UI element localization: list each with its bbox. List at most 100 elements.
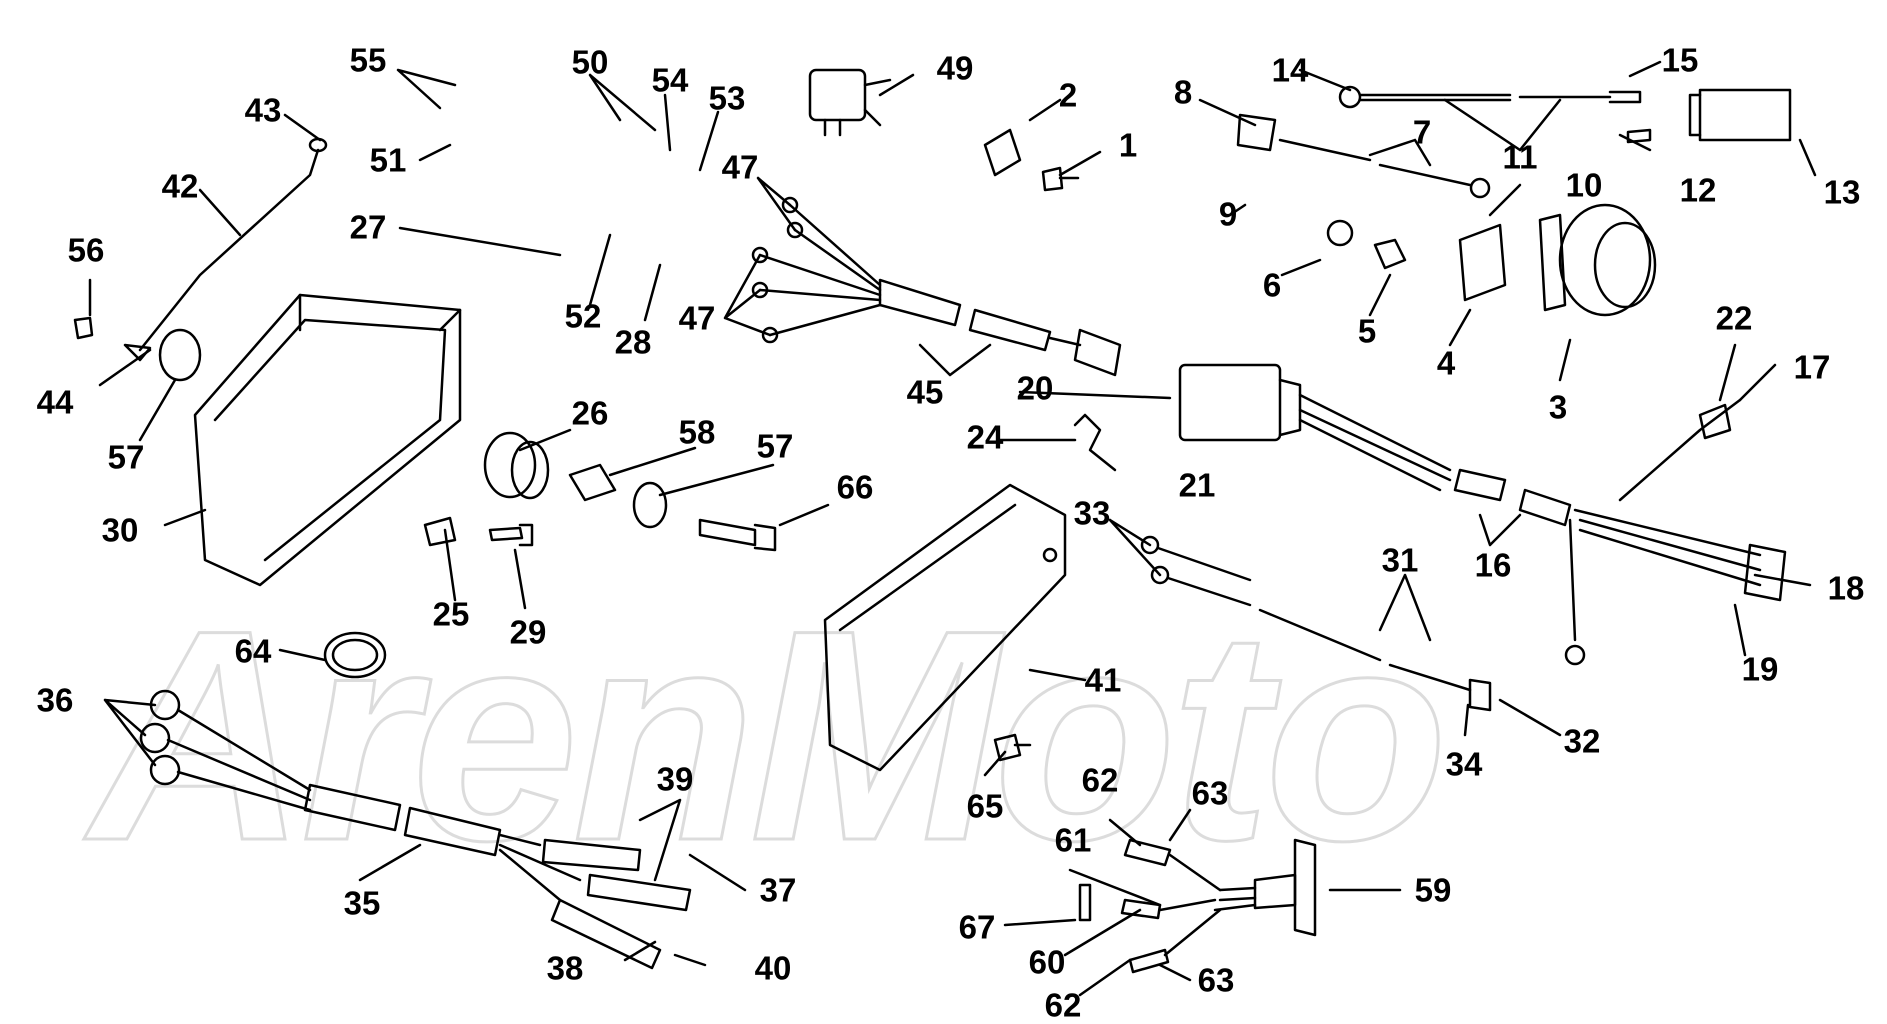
callout-4: 4 bbox=[1436, 344, 1456, 382]
callout-24: 24 bbox=[966, 418, 1004, 456]
callout-65: 65 bbox=[966, 787, 1004, 825]
callout-28: 28 bbox=[614, 323, 652, 361]
callout-61: 61 bbox=[1054, 821, 1092, 859]
part-harness-35-40 bbox=[139, 689, 692, 970]
callout-59: 59 bbox=[1414, 871, 1452, 909]
part-screw-1 bbox=[1041, 166, 1080, 192]
part-relay-49 bbox=[808, 68, 892, 137]
part-housing-30 bbox=[193, 293, 462, 587]
callout-32: 32 bbox=[1563, 722, 1601, 760]
callout-30: 30 bbox=[101, 511, 139, 549]
callout-54: 54 bbox=[651, 61, 689, 99]
callout-25: 25 bbox=[432, 595, 470, 633]
part-nut-56 bbox=[73, 316, 94, 340]
callout-44: 44 bbox=[36, 383, 74, 421]
callout-31: 31 bbox=[1381, 541, 1419, 579]
callout-9: 9 bbox=[1218, 195, 1238, 233]
callout-16: 16 bbox=[1474, 546, 1512, 584]
part-clip-24 bbox=[1073, 413, 1117, 472]
callout-26: 26 bbox=[571, 394, 609, 432]
callout-41: 41 bbox=[1084, 661, 1122, 699]
callout-43: 43 bbox=[244, 91, 282, 129]
part-pin-12 bbox=[1626, 128, 1652, 144]
part-clip-25 bbox=[423, 516, 457, 547]
callout-62-bottom: 62 bbox=[1044, 986, 1082, 1024]
callout-27: 27 bbox=[349, 208, 387, 246]
callout-47-bottom: 47 bbox=[678, 299, 716, 337]
part-clamp-64 bbox=[323, 631, 387, 679]
callout-10: 10 bbox=[1565, 166, 1603, 204]
part-washer-57b bbox=[632, 481, 668, 529]
part-socket-6 bbox=[1326, 219, 1354, 247]
part-wire-7-8-9-10 bbox=[1236, 113, 1491, 199]
callout-29: 29 bbox=[509, 613, 547, 651]
part-clip-2 bbox=[983, 128, 1022, 177]
callout-34: 34 bbox=[1445, 745, 1483, 783]
part-washer-57a bbox=[158, 328, 202, 382]
part-connector-21 bbox=[1178, 363, 1452, 492]
part-bracket-4 bbox=[1458, 223, 1507, 302]
callout-17: 17 bbox=[1793, 348, 1831, 386]
callout-55: 55 bbox=[349, 41, 387, 79]
callout-2: 2 bbox=[1058, 76, 1078, 114]
part-screw-29 bbox=[488, 523, 534, 547]
part-ground-wire-42-43 bbox=[123, 137, 328, 362]
part-module-41 bbox=[823, 483, 1067, 772]
callout-67: 67 bbox=[958, 908, 996, 946]
part-grommet-26 bbox=[483, 431, 550, 500]
callout-56: 56 bbox=[67, 231, 105, 269]
callout-7: 7 bbox=[1412, 113, 1432, 151]
callout-18: 18 bbox=[1827, 569, 1865, 607]
callout-33: 33 bbox=[1073, 494, 1111, 532]
callout-57-right: 57 bbox=[756, 427, 794, 465]
callout-15: 15 bbox=[1661, 41, 1699, 79]
part-bolt-66 bbox=[698, 518, 777, 552]
callout-57-left: 57 bbox=[107, 438, 145, 476]
part-socket-13 bbox=[1688, 88, 1792, 142]
callout-35: 35 bbox=[343, 884, 381, 922]
callout-51: 51 bbox=[369, 141, 407, 179]
callout-12: 12 bbox=[1679, 171, 1717, 209]
part-gauge-3 bbox=[1538, 203, 1657, 317]
callout-37: 37 bbox=[759, 871, 797, 909]
callout-39: 39 bbox=[656, 760, 694, 798]
callout-63-top: 63 bbox=[1191, 774, 1229, 812]
part-terminals-60-63 bbox=[1078, 838, 1222, 974]
callout-50: 50 bbox=[571, 43, 609, 81]
callout-52: 52 bbox=[564, 297, 602, 335]
callout-6: 6 bbox=[1262, 266, 1282, 304]
callout-49: 49 bbox=[936, 49, 974, 87]
callout-63-bottom: 63 bbox=[1197, 961, 1235, 999]
callout-22: 22 bbox=[1715, 299, 1753, 337]
callout-8: 8 bbox=[1173, 73, 1193, 111]
callout-40: 40 bbox=[754, 949, 792, 987]
part-sleeve-58 bbox=[568, 463, 617, 502]
callout-38: 38 bbox=[546, 949, 584, 987]
callout-62-top: 62 bbox=[1081, 761, 1119, 799]
callout-5: 5 bbox=[1357, 312, 1377, 350]
part-plug-59 bbox=[1213, 838, 1317, 937]
part-wire-17-22 bbox=[1618, 398, 1742, 502]
callout-64: 64 bbox=[234, 632, 272, 670]
callout-53: 53 bbox=[708, 79, 746, 117]
callout-58: 58 bbox=[678, 413, 716, 451]
part-bulb-5 bbox=[1373, 238, 1407, 270]
callout-47-top: 47 bbox=[721, 148, 759, 186]
callout-45: 45 bbox=[906, 373, 944, 411]
callout-13: 13 bbox=[1823, 173, 1861, 211]
part-harness-16-19 bbox=[1453, 468, 1787, 666]
callout-19: 19 bbox=[1741, 650, 1779, 688]
callout-3: 3 bbox=[1548, 388, 1568, 426]
callout-42: 42 bbox=[161, 167, 199, 205]
part-harness-45-47 bbox=[751, 196, 1122, 377]
part-wire-14-15 bbox=[1338, 85, 1642, 109]
watermark-logo: ArenMoto bbox=[89, 567, 1450, 903]
callout-14: 14 bbox=[1271, 51, 1309, 89]
callout-20: 20 bbox=[1016, 369, 1054, 407]
callout-36: 36 bbox=[36, 681, 74, 719]
part-screw-65 bbox=[993, 733, 1032, 762]
callout-66: 66 bbox=[836, 468, 874, 506]
part-wire-31-34 bbox=[1140, 535, 1492, 712]
